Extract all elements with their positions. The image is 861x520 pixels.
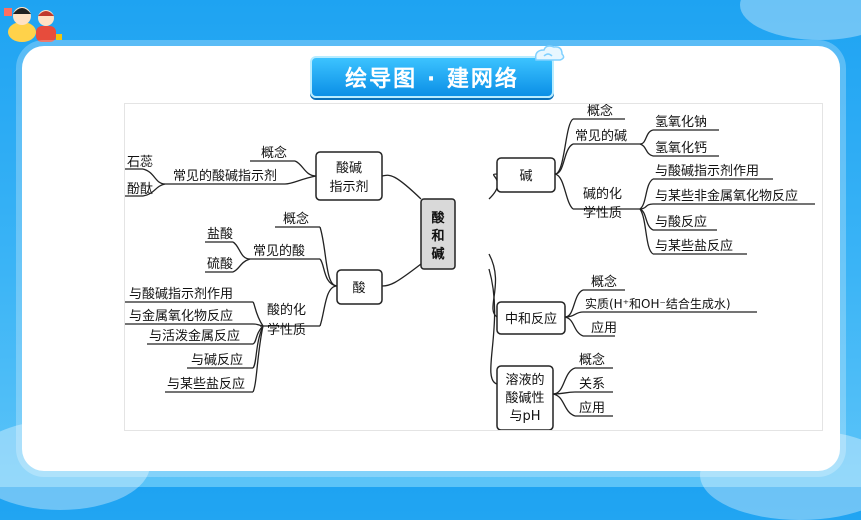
mascot-illustration [4,7,62,42]
acid-chem-item: 与酸碱指示剂作用 [129,287,233,302]
acid-chem-line1: 酸的化 [267,302,306,318]
base-box [496,157,556,193]
mind-map-panel: 酸和碱 酸碱 指示剂 概念 常见的酸碱指示剂 石蕊 酚酞 酸 概念 常见的酸 盐… [124,103,823,431]
base-concept: 概念 [587,104,613,119]
acid-chem-item: 与某些盐反应 [167,376,245,392]
acid-box [336,269,383,305]
base-label: 碱 [519,169,532,184]
neutral-item: 概念 [591,274,617,290]
acid-chem-item: 与金属氧化物反应 [129,308,233,324]
center-label: 酸和碱 [431,210,445,262]
neutral-item: 应用 [591,320,617,336]
base-chem-item: 与某些盐反应 [655,238,733,254]
acid-common: 常见的酸 [253,243,305,259]
base-common: 常见的碱 [575,128,627,144]
acid-label: 酸 [352,281,365,296]
indicator-concept: 概念 [261,145,287,161]
indicator-common: 常见的酸碱指示剂 [173,168,277,184]
indicator-label-line2: 指示剂 [329,180,368,195]
center-box [420,198,456,270]
page-title: 绘导图 · 建网络 [310,56,554,98]
indicator-box [315,151,383,201]
ph-label-line2: 酸碱性 [505,391,544,406]
neutral-item: 实质(H⁺和OH⁻结合生成水) [585,296,731,311]
ph-label-line1: 溶液的 [505,372,544,388]
acid-chem-item: 与活泼金属反应 [149,328,240,344]
base-chem-line2: 学性质 [583,205,622,221]
ph-label-line3: 与pH [509,409,540,424]
neutral-box [496,301,566,335]
indicator-example: 酚酞 [127,182,153,197]
base-common-item: 氢氧化钙 [655,141,707,156]
background-cloud [740,0,861,40]
ph-item: 概念 [579,352,605,368]
neutral-label: 中和反应 [505,311,557,327]
ph-item: 关系 [579,377,605,392]
acid-common-item: 盐酸 [207,227,233,242]
base-chem-item: 与酸反应 [655,214,707,230]
base-chem-item: 与某些非金属氧化物反应 [655,188,798,204]
indicator-example: 石蕊 [127,155,153,170]
acid-chem-line2: 学性质 [267,322,306,338]
acid-common-item: 硫酸 [207,257,233,272]
base-chem-line1: 碱的化 [583,186,622,202]
cloud-swirl-icon [534,45,565,61]
mind-map: 酸和碱 酸碱 指示剂 概念 常见的酸碱指示剂 石蕊 酚酞 酸 概念 常见的酸 盐… [125,103,815,431]
acid-chem-item: 与碱反应 [191,352,243,368]
base-common-item: 氢氧化钠 [655,115,707,130]
indicator-label-line1: 酸碱 [336,161,362,176]
base-chem-item: 与酸碱指示剂作用 [655,164,759,179]
acid-concept: 概念 [283,211,309,227]
ph-item: 应用 [579,400,605,416]
